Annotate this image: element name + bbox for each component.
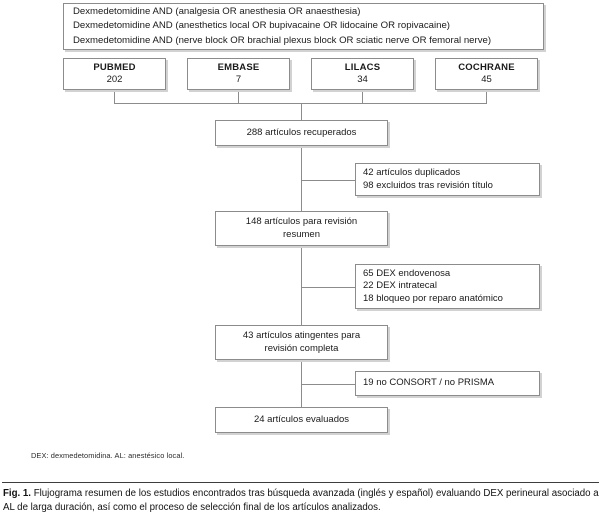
exclusion-box-duplicates-title: 42 artículos duplicados 98 excluidos tra…	[355, 163, 540, 196]
exclusion-2-line-3: 18 bloqueo por reparo anatómico	[363, 292, 503, 304]
database-embase-name: EMBASE	[217, 62, 260, 73]
database-pubmed-lines: PUBMED 202	[64, 62, 165, 86]
exclusion-2-lines: 65 DEX endovenosa 22 DEX intratecal 18 b…	[363, 268, 539, 306]
database-box-cochrane: COCHRANE 45	[435, 58, 538, 90]
connector-branch-arm-2	[301, 287, 356, 288]
stage-box-abstract-review: 148 artículos para revisión resumen	[215, 211, 388, 246]
stage-box-evaluated: 24 artículos evaluados	[215, 407, 388, 433]
exclusion-1-line-2: 98 excluidos tras revisión título	[363, 179, 493, 191]
exclusion-1-line-1: 42 artículos duplicados	[363, 167, 461, 178]
stage-full-review-line-1: 43 artículos atingentes para	[242, 330, 361, 341]
database-box-pubmed: PUBMED 202	[63, 58, 166, 90]
database-lilacs-name: LILACS	[344, 62, 381, 73]
connector-spine-segment-1	[301, 146, 302, 212]
database-lilacs-count: 34	[357, 74, 368, 85]
database-box-lilacs: LILACS 34	[311, 58, 414, 90]
exclusion-2-line-2: 22 DEX intratecal	[363, 280, 437, 292]
exclusion-3-lines: 19 no CONSORT / no PRISMA	[363, 377, 539, 390]
abbreviation-footnote: DEX: dexmedetomidina. AL: anestésico loc…	[31, 451, 185, 460]
database-pubmed-name: PUBMED	[93, 62, 136, 73]
stage-full-review-line-2: revisión completa	[264, 342, 339, 354]
exclusion-3-line-1: 19 no CONSORT / no PRISMA	[363, 377, 495, 389]
connector-spine-segment-2	[301, 246, 302, 326]
stage-box-full-review: 43 artículos atingentes para revisión co…	[215, 325, 388, 360]
database-cochrane-name: COCHRANE	[458, 62, 515, 73]
connector-drop-cochrane	[486, 90, 487, 104]
stage-evaluated-line-1: 24 artículos evaluados	[253, 413, 350, 425]
stage-abstract-review-lines: 148 artículos para revisión resumen	[216, 216, 387, 241]
database-embase-lines: EMBASE 7	[188, 62, 289, 86]
stage-retrieved-lines: 288 artículos recuperados	[216, 127, 387, 140]
search-query-box: Dexmedetomidine AND (analgesia OR anesth…	[63, 3, 544, 50]
database-cochrane-lines: COCHRANE 45	[436, 62, 537, 86]
database-cochrane-count: 45	[481, 74, 492, 85]
search-query-line-2: Dexmedetomidine AND (anesthetics local O…	[73, 20, 450, 32]
search-query-line-3: Dexmedetomidine AND (nerve block OR brac…	[73, 34, 492, 46]
exclusion-2-line-1: 65 DEX endovenosa	[363, 267, 451, 279]
stage-full-review-lines: 43 artículos atingentes para revisión co…	[216, 330, 387, 355]
figure-caption-label: Fig. 1.	[3, 488, 31, 499]
search-query-line-1: Dexmedetomidine AND (analgesia OR anesth…	[73, 6, 361, 18]
prisma-flowchart: Dexmedetomidine AND (analgesia OR anesth…	[63, 3, 544, 433]
figure-caption-text: Flujograma resumen de los estudios encon…	[3, 488, 599, 513]
exclusion-1-lines: 42 artículos duplicados 98 excluidos tra…	[363, 167, 539, 192]
database-pubmed-count: 202	[106, 74, 123, 85]
stage-evaluated-lines: 24 artículos evaluados	[216, 414, 387, 427]
database-embase-count: 7	[235, 74, 242, 85]
figure-caption: Fig. 1. Flujograma resumen de los estudi…	[3, 487, 599, 515]
connector-merge-down	[301, 103, 302, 121]
caption-divider	[2, 482, 599, 483]
connector-drop-pubmed	[114, 90, 115, 104]
connector-merge-bar	[114, 103, 487, 104]
exclusion-box-reporting-standards: 19 no CONSORT / no PRISMA	[355, 371, 540, 396]
exclusion-box-route: 65 DEX endovenosa 22 DEX intratecal 18 b…	[355, 264, 540, 309]
connector-drop-embase	[238, 90, 239, 104]
connector-branch-arm-1	[301, 180, 356, 181]
stage-abstract-review-line-2: resumen	[283, 228, 320, 240]
stage-abstract-review-line-1: 148 artículos para revisión	[245, 216, 358, 227]
search-query-lines: Dexmedetomidine AND (analgesia OR anesth…	[73, 5, 543, 48]
database-box-embase: EMBASE 7	[187, 58, 290, 90]
stage-retrieved-line-1: 288 artículos recuperados	[246, 126, 357, 138]
stage-box-retrieved: 288 artículos recuperados	[215, 120, 388, 146]
connector-drop-lilacs	[362, 90, 363, 104]
database-lilacs-lines: LILACS 34	[312, 62, 413, 86]
connector-branch-arm-3	[301, 384, 356, 385]
